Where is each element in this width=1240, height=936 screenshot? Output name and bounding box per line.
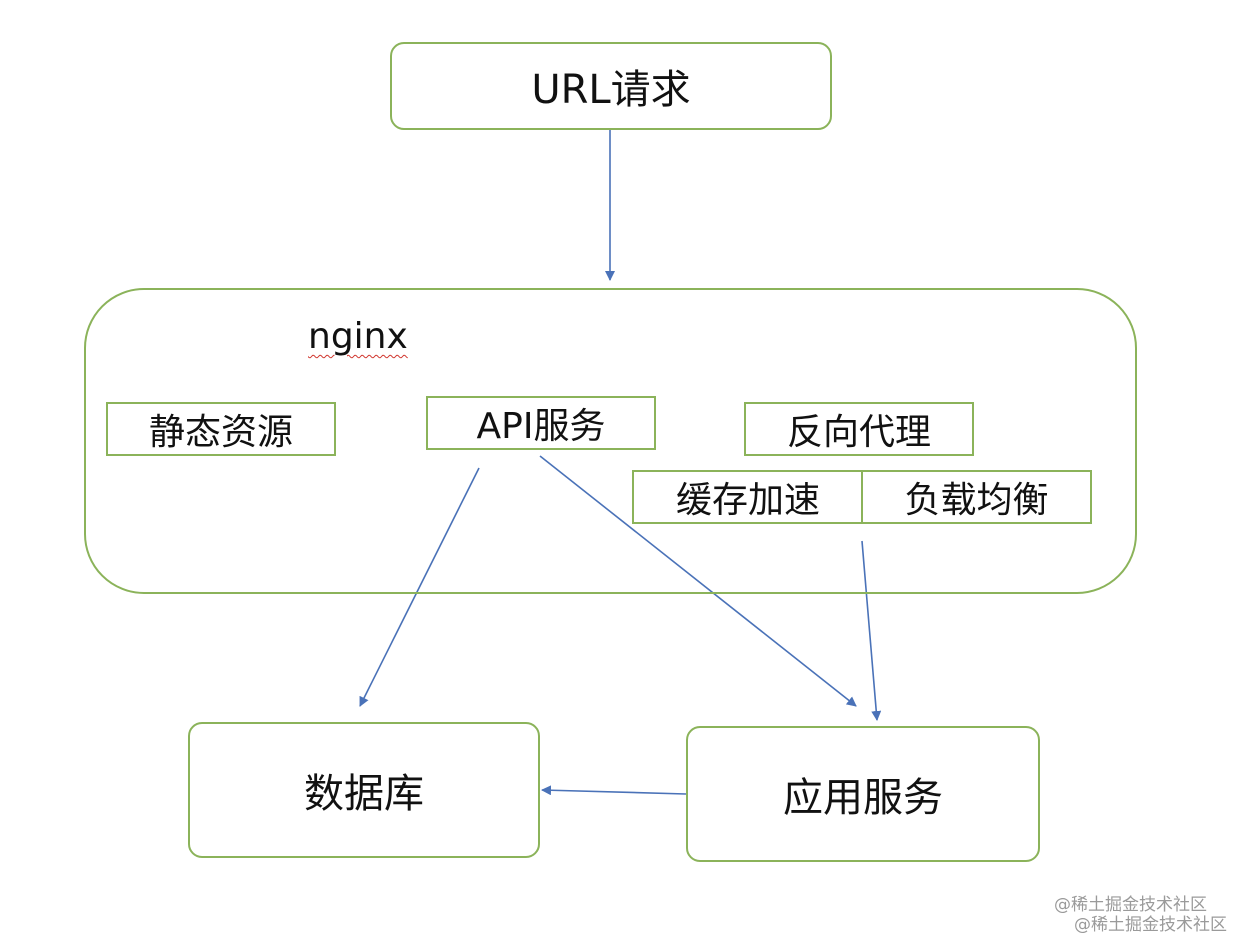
- cache-acceleration-label: 缓存加速: [675, 480, 820, 521]
- api-service-node: API服务: [426, 396, 656, 450]
- watermark-text-shadow: @稀土掘金技术社区: [1074, 915, 1227, 935]
- static-resources-node: 静态资源: [106, 402, 336, 456]
- reverse-proxy-label: 反向代理: [786, 412, 931, 453]
- reverse-proxy-node: 反向代理: [744, 402, 974, 456]
- load-balancing-label: 负载均衡: [904, 480, 1049, 521]
- cache-acceleration-node: 缓存加速: [632, 470, 864, 524]
- database-label: 数据库: [304, 771, 424, 817]
- app-service-label: 应用服务: [783, 775, 943, 821]
- app-service-node: 应用服务: [686, 726, 1040, 862]
- load-balancing-node: 负载均衡: [861, 470, 1092, 524]
- watermark-text: @稀土掘金技术社区: [1054, 895, 1207, 915]
- nginx-title: nginx: [308, 316, 408, 357]
- nginx-container: [84, 288, 1137, 594]
- database-node: 数据库: [188, 722, 540, 858]
- url-request-label: URL请求: [531, 67, 691, 113]
- arrow-app-service-to-database: [541, 785, 687, 796]
- url-request-node: URL请求: [390, 42, 832, 130]
- api-service-label: API服务: [476, 406, 606, 447]
- static-resources-label: 静态资源: [148, 412, 293, 453]
